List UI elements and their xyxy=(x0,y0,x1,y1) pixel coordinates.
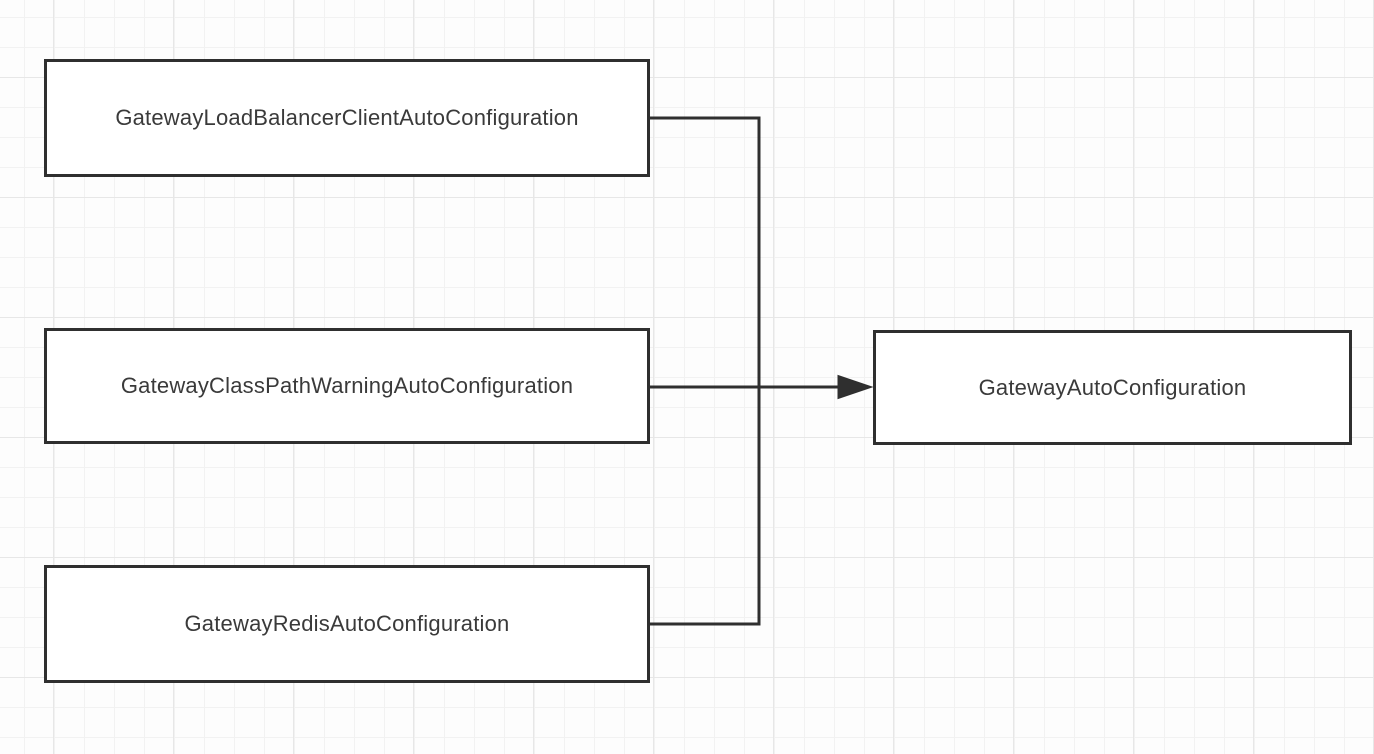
edge-redis-to-target[interactable] xyxy=(648,385,761,626)
node-gateway-load-balancer-client-auto-configuration[interactable]: GatewayLoadBalancerClientAutoConfigurati… xyxy=(44,59,650,177)
arrowhead-icon xyxy=(837,374,874,400)
edge-load-balancer-to-target[interactable] xyxy=(648,116,761,389)
node-gateway-class-path-warning-auto-configuration[interactable]: GatewayClassPathWarningAutoConfiguration xyxy=(44,328,650,444)
node-gateway-redis-auto-configuration[interactable]: GatewayRedisAutoConfiguration xyxy=(44,565,650,683)
node-label: GatewayClassPathWarningAutoConfiguration xyxy=(120,373,574,398)
node-gateway-auto-configuration[interactable]: GatewayAutoConfiguration xyxy=(873,330,1352,445)
node-label: GatewayAutoConfiguration xyxy=(978,374,1247,400)
node-label: GatewayRedisAutoConfiguration xyxy=(184,611,510,636)
node-label: GatewayLoadBalancerClientAutoConfigurati… xyxy=(115,105,579,130)
